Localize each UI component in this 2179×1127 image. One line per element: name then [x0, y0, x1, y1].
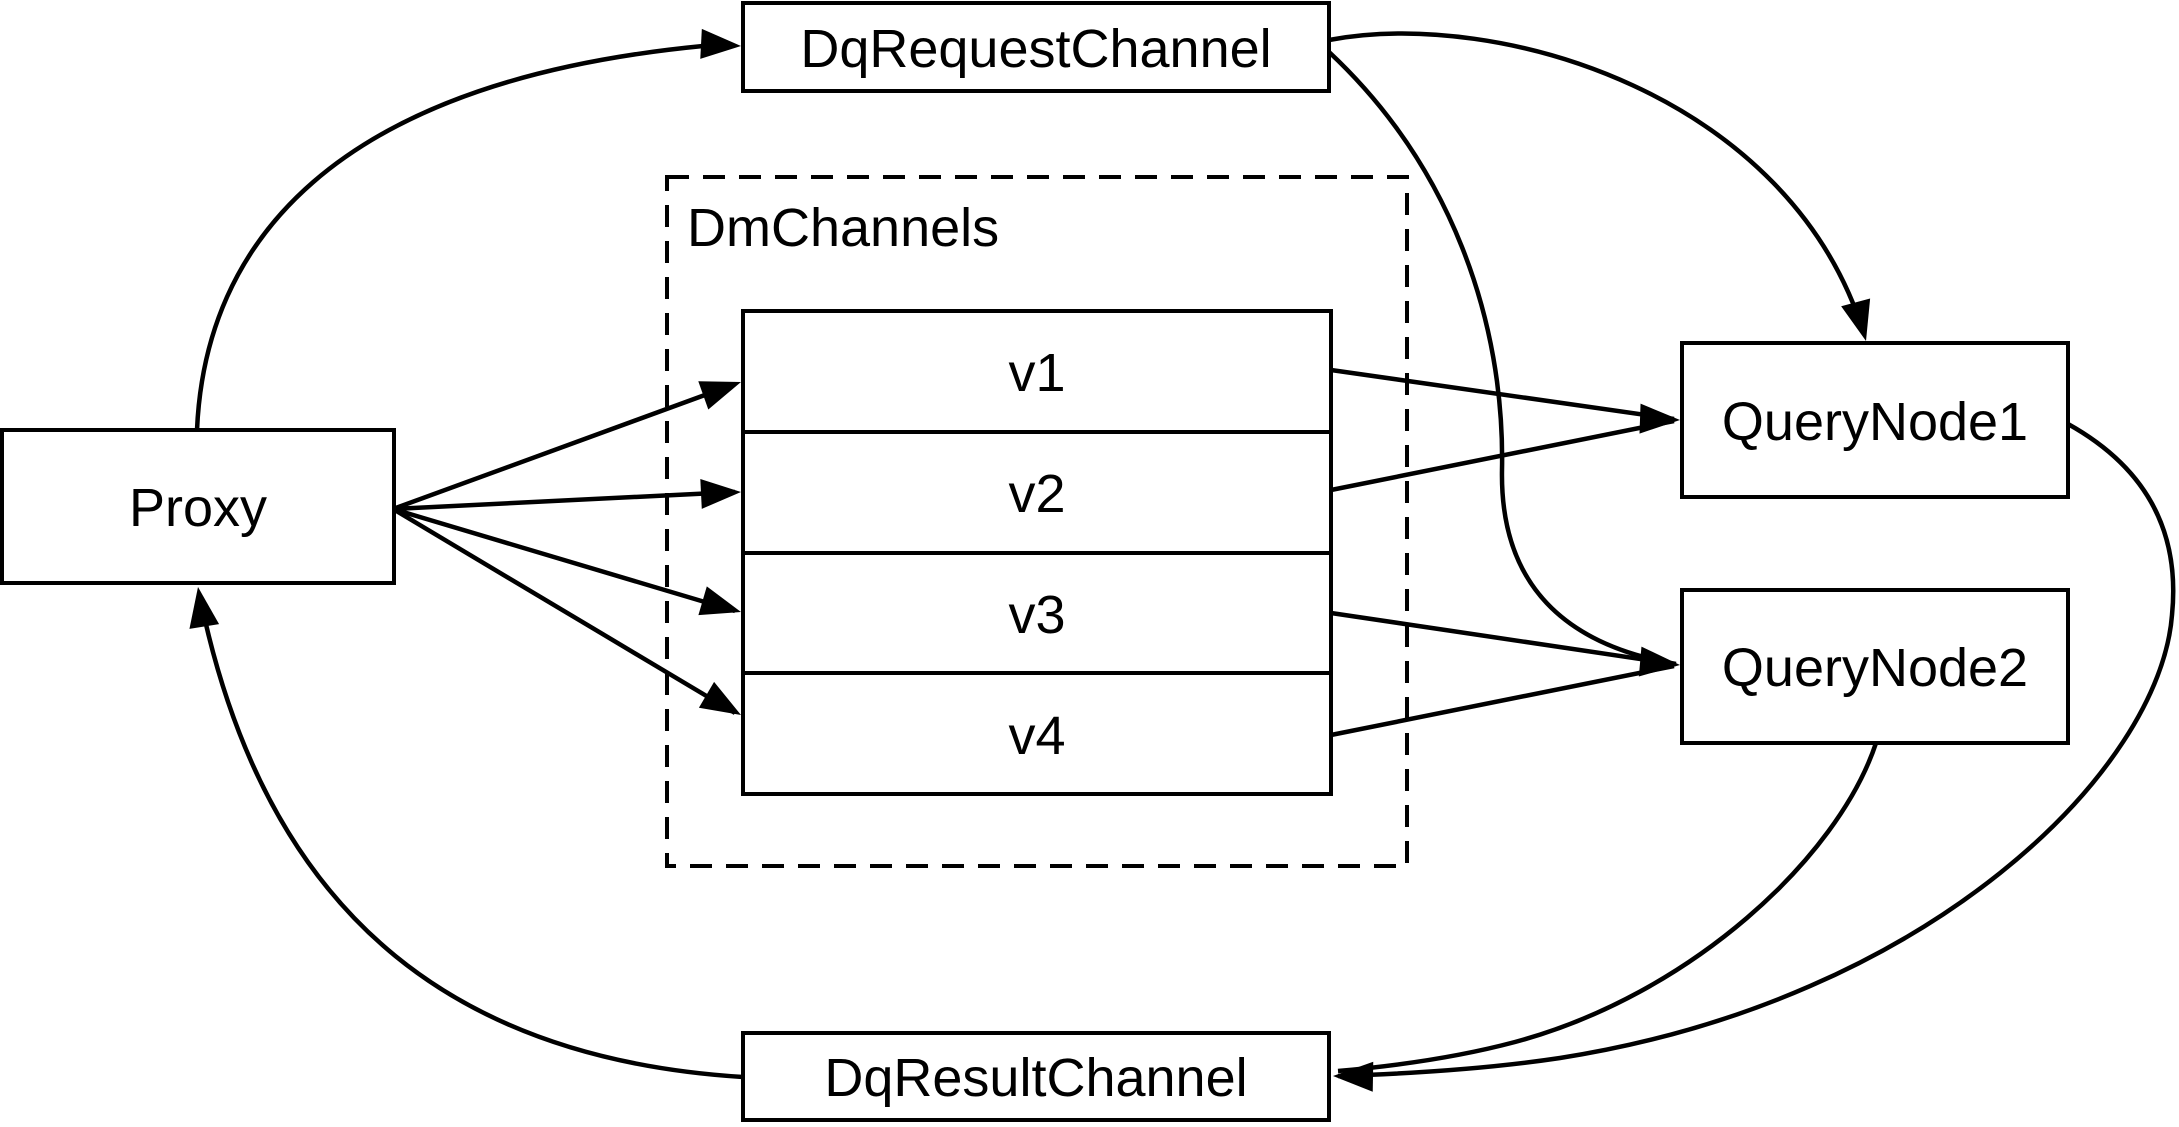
edge-group [194, 31, 2176, 1080]
edge-proxy-to-v4 [391, 507, 737, 715]
dm-channels-border [665, 175, 1409, 868]
arrowhead-into-v3 [698, 586, 741, 616]
edge-v4-to-querynode2 [1330, 663, 1675, 738]
node-group: Proxy DqRequestChannel QueryNode1 QueryN… [0, 1, 2070, 1122]
arrowhead-into-v4 [698, 681, 741, 715]
dm-channels-group: DmChannels v1 v2 v3 v4 [665, 175, 1409, 868]
node-dqrequestchannel [741, 1, 1331, 93]
edge-querynode1-to-dqresultchannel [1337, 422, 2176, 1079]
arrowhead-into-v1 [698, 381, 741, 410]
channel-row-v3-label: v3 [1008, 585, 1065, 645]
edge-proxy-to-v1 [392, 381, 736, 512]
edge-dqresultchannel-to-proxy [198, 601, 744, 1080]
edge-dqrequestchannel-to-querynode1 [1328, 31, 1867, 335]
channel-row-v1-label: v1 [1008, 343, 1065, 403]
channel-row-v2-label: v2 [1008, 464, 1065, 524]
node-querynode1 [1680, 341, 2070, 499]
node-querynode1-label: QueryNode1 [1722, 392, 2028, 452]
edge-v3-to-querynode2 [1330, 610, 1675, 667]
arrowhead-into-dqresultchannel [1333, 1061, 1374, 1092]
node-dqresultchannel [741, 1031, 1331, 1122]
dm-channels-label: DmChannels [687, 198, 999, 258]
edge-querynode2-to-dqresultchannel [1337, 742, 1879, 1074]
arrowhead-into-proxy-bottom [189, 587, 220, 629]
edge-proxy-to-v3 [392, 506, 736, 614]
edge-dqrequestchannel-to-querynode2 [1327, 50, 1677, 667]
arrowhead-group [189, 28, 1871, 1092]
channel-row-v4-label: v4 [1008, 706, 1065, 766]
node-dqrequestchannel-label: DqRequestChannel [800, 19, 1271, 79]
arrowhead-into-querynode1-top [1841, 298, 1871, 341]
edge-v1-to-querynode1 [1330, 367, 1675, 422]
arrowhead-into-v2 [700, 478, 741, 509]
node-dqresultchannel-label: DqResultChannel [824, 1048, 1247, 1108]
node-proxy [0, 428, 396, 585]
node-querynode2-label: QueryNode2 [1722, 638, 2028, 698]
arrowhead-into-dqrequestchannel [700, 28, 741, 59]
edge-proxy-to-dqrequestchannel [194, 43, 704, 431]
edge-proxy-to-v2 [392, 489, 736, 512]
arrowhead-into-querynode1-left [1639, 403, 1680, 434]
node-proxy-label: Proxy [129, 478, 267, 538]
node-querynode2 [1680, 588, 2070, 745]
arrowhead-into-querynode2-left [1638, 646, 1680, 677]
